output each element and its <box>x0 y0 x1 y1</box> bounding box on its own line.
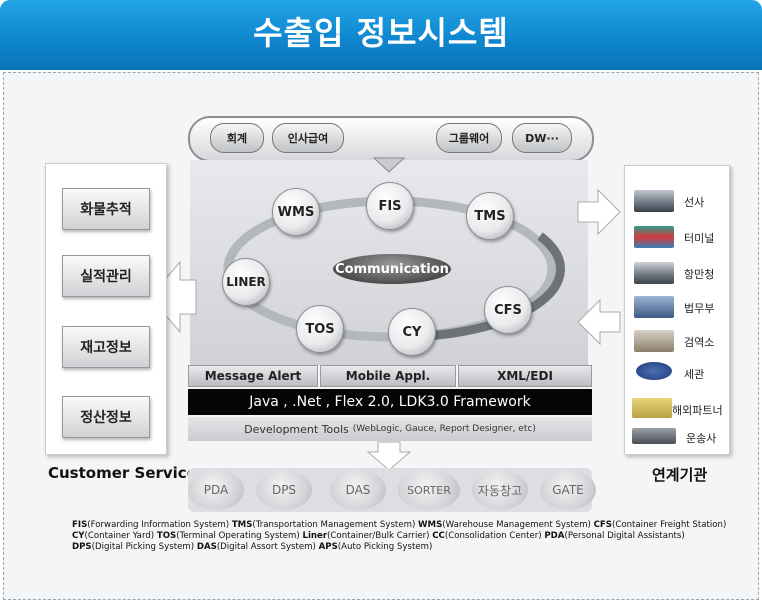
legend-abbr: TMS <box>231 520 253 530</box>
overseas-partner-image <box>632 398 672 418</box>
port-authority-image <box>634 262 674 284</box>
partner-overseas: 해외파트너 <box>672 404 723 417</box>
partner-trucking: 운송사 <box>686 432 717 445</box>
legend-desc: (Transportation Management System) <box>252 520 416 530</box>
terminal-image <box>634 226 674 248</box>
legend-line-2: CY(Container Yard) TOS(Terminal Operatin… <box>72 531 685 541</box>
legend-abbr: APS <box>318 542 338 552</box>
right-arrow-in <box>577 298 621 346</box>
partner-quarantine: 검역소 <box>684 336 715 349</box>
bottom-down-arrow <box>366 441 412 471</box>
justice-ministry-image <box>634 296 674 318</box>
legend-line-3: DPS(Digital Picking System) DAS(Digital … <box>72 542 432 552</box>
device-automated-warehouse: 자동창고 <box>472 470 528 510</box>
partner-shipping-line: 선사 <box>684 196 705 209</box>
left-arrow <box>149 260 197 334</box>
node-fis: FIS <box>366 182 414 230</box>
development-tools-bar: Development Tools (WebLogic, Gauce, Repo… <box>188 417 592 441</box>
legend-desc: (Container Freight Station) <box>611 520 727 530</box>
customer-service-title: Customer Service <box>48 464 197 482</box>
legend-desc: (Container/Bulk Carrier) <box>327 531 430 541</box>
partners-title: 연계기관 <box>652 466 708 484</box>
service-settlement: 정산정보 <box>62 396 150 438</box>
right-arrow-out <box>577 188 621 236</box>
tab-xml-edi: XML/EDI <box>458 365 592 387</box>
legend-desc: (Digital Assort System) <box>216 542 316 552</box>
top-down-arrow <box>372 157 406 173</box>
dev-tools-label: Development Tools <box>244 422 349 436</box>
legend-desc: (Warehouse Management System) <box>442 520 591 530</box>
legend-abbr: CY <box>72 531 85 541</box>
legend-desc: (Digital Picking System) <box>91 542 195 552</box>
framework-bar: Java , .Net , Flex 2.0, LDK3.0 Framework <box>188 389 592 415</box>
legend-abbr: Liner <box>302 531 328 541</box>
system-accounting: 회계 <box>210 123 264 153</box>
legend-abbr: DPS <box>72 542 92 552</box>
system-hr-payroll: 인사급여 <box>272 123 344 153</box>
legend-abbr: CFS <box>593 520 612 530</box>
node-cy: CY <box>388 308 436 356</box>
devices-strip <box>188 468 592 512</box>
quarantine-image <box>634 330 674 352</box>
tab-mobile-appl: Mobile Appl. <box>320 365 456 387</box>
communication-hub: Communication <box>333 254 451 284</box>
partner-customs: 세관 <box>684 368 705 381</box>
legend-desc: (Auto Picking System) <box>337 542 433 552</box>
communication-ring-shadow <box>389 232 565 342</box>
legend-abbr: DAS <box>196 542 217 552</box>
node-cfs: CFS <box>484 286 532 334</box>
device-pda: PDA <box>188 470 244 510</box>
node-tms: TMS <box>466 192 514 240</box>
service-cargo-tracking: 화물추적 <box>62 188 150 230</box>
legend-abbr: WMS <box>418 520 443 530</box>
device-gate: GATE <box>540 470 596 510</box>
legend-abbr: CC <box>432 531 445 541</box>
trucking-image <box>632 428 676 444</box>
title-banner <box>0 0 762 70</box>
system-groupware: 그룹웨어 <box>436 123 502 153</box>
node-liner: LINER <box>222 258 270 306</box>
device-dps: DPS <box>256 470 312 510</box>
shipping-line-image <box>634 190 674 212</box>
system-dw: DW··· <box>512 123 572 153</box>
legend-abbr: PDA <box>544 531 565 541</box>
device-das: DAS <box>330 470 386 510</box>
legend-desc: (Forwarding Information System) <box>87 520 230 530</box>
partner-port-authority: 항만청 <box>684 268 715 281</box>
page-title: 수출입 정보시스템 <box>253 14 509 52</box>
legend-abbr: FIS <box>72 520 88 530</box>
dev-tools-detail: (WebLogic, Gauce, Report Designer, etc) <box>352 424 536 434</box>
device-sorter: SORTER <box>398 470 460 510</box>
node-wms: WMS <box>272 188 320 236</box>
service-performance: 실적관리 <box>62 255 150 297</box>
partner-justice-ministry: 법무부 <box>684 302 715 315</box>
legend-abbr: TOS <box>156 531 177 541</box>
partner-terminal: 터미널 <box>684 232 715 245</box>
customs-emblem-image <box>636 362 672 380</box>
service-inventory: 재고정보 <box>62 326 150 368</box>
node-tos: TOS <box>296 305 344 353</box>
tab-message-alert: Message Alert <box>188 365 318 387</box>
legend-desc: (Consolidation Center) <box>444 531 542 541</box>
legend-line-1: FIS(Forwarding Information System) TMS(T… <box>72 520 726 530</box>
legend-desc: (Personal Digital Assistants) <box>564 531 685 541</box>
legend-desc: (Container Yard) <box>84 531 155 541</box>
legend-desc: (Terminal Operating System) <box>176 531 300 541</box>
